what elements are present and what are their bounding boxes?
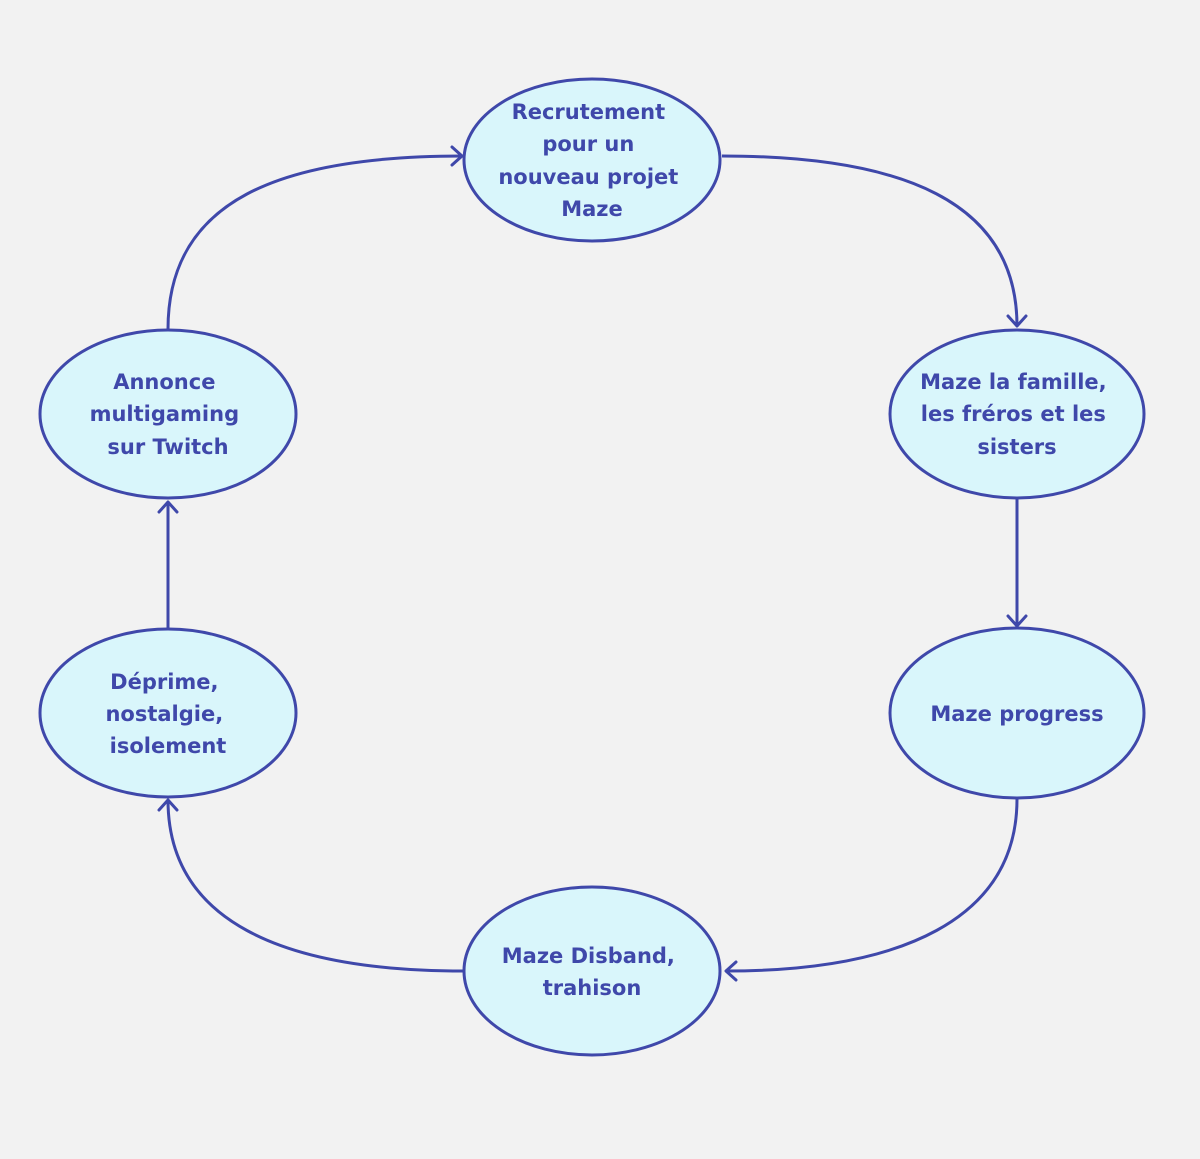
node-disband[interactable]: Maze Disband, trahison	[462, 885, 722, 1057]
node-disband-label: Maze Disband, trahison	[502, 944, 682, 1000]
node-annonce-label: Annonce multigaming sur Twitch	[90, 370, 247, 459]
node-progress-label: Maze progress	[930, 702, 1103, 726]
node-famille-line-1: Maze la famille,	[920, 370, 1107, 394]
node-recrutement-line-2: pour un	[542, 132, 634, 156]
node-famille[interactable]: Maze la famille, les fréros et les siste…	[888, 328, 1146, 500]
node-deprime[interactable]: Déprime, nostalgie, isolement	[38, 627, 298, 799]
node-deprime-line-3: isolement	[110, 734, 227, 758]
node-deprime-line-2: nostalgie,	[105, 702, 223, 726]
node-progress-line-1: Maze progress	[930, 702, 1103, 726]
node-disband-line-2: trahison	[543, 976, 642, 1000]
edge-disband-to-deprime	[166, 799, 465, 973]
node-famille-label: Maze la famille, les fréros et les siste…	[920, 370, 1114, 459]
edge-progress-to-disband	[725, 798, 1019, 973]
node-famille-line-3: sisters	[977, 435, 1056, 459]
node-recrutement-shape	[462, 77, 722, 243]
node-progress[interactable]: Maze progress	[888, 626, 1146, 800]
edge-recrutement-to-famille	[721, 154, 1019, 327]
edge-annonce-to-recrutement	[166, 154, 463, 330]
node-deprime-shape	[38, 627, 298, 799]
arrowhead-progress	[1006, 614, 1028, 628]
node-deprime-label: Déprime, nostalgie, isolement	[105, 670, 230, 758]
node-disband-line-1: Maze Disband,	[502, 944, 675, 968]
arrowhead-deprime	[157, 798, 179, 812]
node-annonce-shape	[38, 328, 298, 500]
node-recrutement-label: Recrutement pour un nouveau projet Maze	[498, 100, 685, 221]
arrowhead-annonce	[157, 500, 179, 514]
node-annonce-line-3: sur Twitch	[107, 435, 228, 459]
arrowhead-recrutement	[450, 145, 464, 167]
node-annonce[interactable]: Annonce multigaming sur Twitch	[38, 328, 298, 500]
arrowhead-disband	[724, 960, 738, 982]
node-annonce-line-1: Annonce	[113, 370, 215, 394]
node-recrutement-line-3: nouveau projet	[498, 165, 678, 189]
edges	[157, 145, 1028, 982]
arrowhead-famille	[1006, 314, 1028, 328]
node-progress-shape	[888, 626, 1146, 800]
node-recrutement[interactable]: Recrutement pour un nouveau projet Maze	[462, 77, 722, 243]
nodes: Recrutement pour un nouveau projet Maze …	[38, 77, 1146, 1057]
node-famille-shape	[888, 328, 1146, 500]
node-disband-shape	[462, 885, 722, 1057]
node-recrutement-line-4: Maze	[561, 197, 623, 221]
node-deprime-line-1: Déprime,	[110, 670, 218, 694]
node-famille-line-2: les fréros et les	[921, 402, 1106, 426]
node-annonce-line-2: multigaming	[90, 402, 240, 426]
node-recrutement-line-1: Recrutement	[512, 100, 666, 124]
